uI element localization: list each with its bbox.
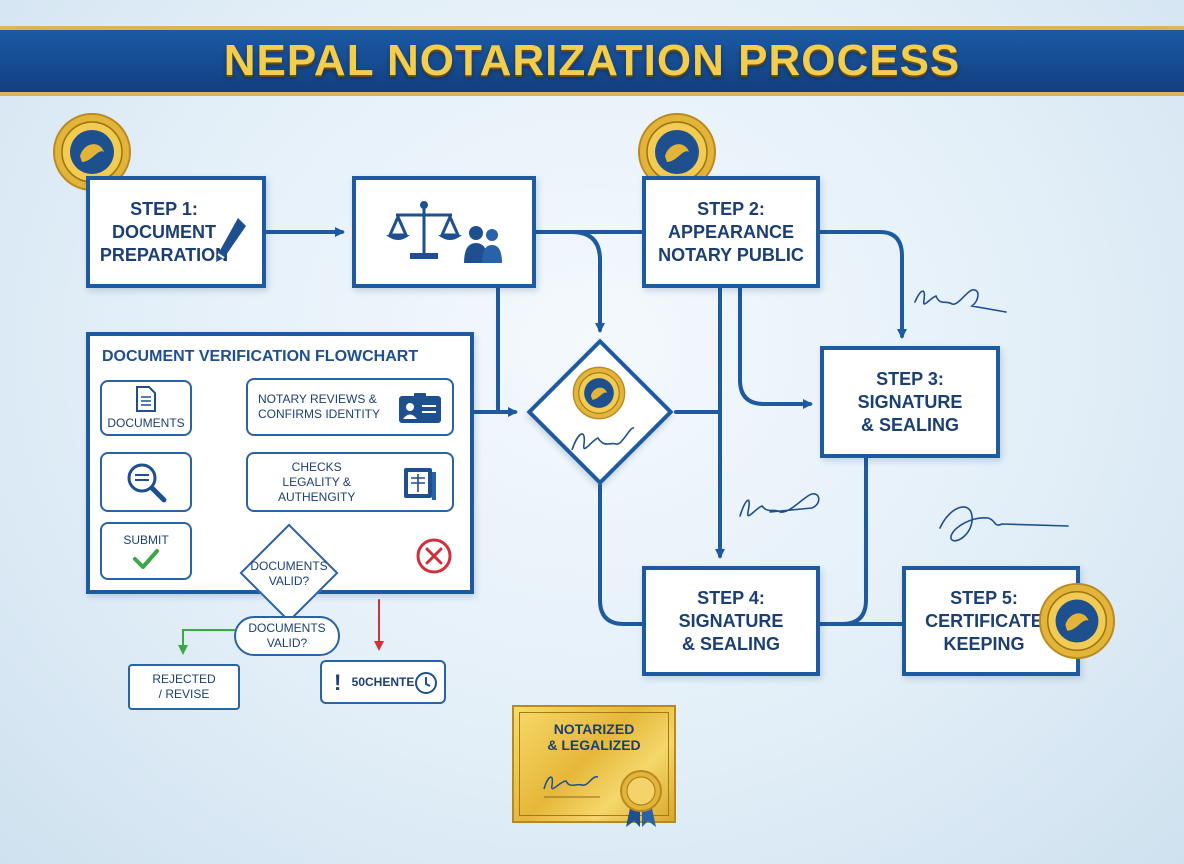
notarized-certificate: NOTARIZED & LEGALIZED: [512, 705, 676, 827]
certificate-title: NOTARIZED & LEGALIZED: [547, 721, 641, 753]
gold-seal-icon: [53, 113, 131, 191]
arrow-justice-to-diamond: [570, 230, 605, 333]
title-banner: NEPAL NOTARIZATION PROCESS: [0, 26, 1184, 96]
pen-icon: [216, 218, 246, 262]
book-icon: [404, 468, 436, 500]
checks-box: CHECKS LEGALITY & AUTHENGITY: [246, 452, 454, 512]
signature-icon: [939, 506, 1069, 542]
submit-box: SUBMIT: [100, 522, 192, 580]
arrow-justice-down-to-diamond: [496, 286, 518, 417]
gold-seal-icon: [1038, 582, 1116, 660]
exclamation-icon: !: [334, 670, 342, 695]
decision2-label: DOCUMENTS VALID?: [248, 621, 326, 650]
clock-icon: [415, 672, 437, 694]
people-icon: [464, 226, 502, 263]
ribbon-medal-icon: [620, 770, 662, 827]
checks-label: CHECKS LEGALITY & AUTHENGITY: [278, 459, 356, 504]
step4-box: STEP 4: SIGNATURE & SEALING: [642, 566, 820, 676]
documents-box: DOCUMENTS: [100, 380, 192, 436]
notary-review-box: NOTARY REVIEWS & CONFIRMS IDENTITY: [246, 378, 454, 436]
step5-label: STEP 5: CERTIFICATE KEEPING: [925, 587, 1043, 654]
justice-box: [352, 176, 536, 288]
arrow-step2-down-to-step3: [738, 286, 813, 409]
line-diamond-to-step4: [598, 482, 644, 626]
signature-icon: [739, 493, 820, 517]
document-icon: [136, 385, 156, 412]
magnifier-box: [100, 452, 192, 512]
validity-decision-text: DOCUMENTS VALID?: [239, 557, 339, 591]
step4-label: STEP 4: SIGNATURE & SEALING: [678, 587, 784, 654]
documents-label: DOCUMENTS: [107, 415, 185, 430]
arrow-step2-to-step3: [818, 230, 907, 339]
certificate-border: [519, 712, 669, 816]
scales-of-justice-icon: [386, 201, 502, 263]
step1-label: STEP 1: DOCUMENT PREPARATION: [99, 198, 229, 265]
gold-seal-icon: [638, 113, 716, 191]
step5-box: STEP 5: CERTIFICATE KEEPING: [902, 566, 1080, 676]
checkmark-icon: [133, 548, 159, 569]
reject-x-icon: [416, 538, 452, 574]
notary-review-label: NOTARY REVIEWS & CONFIRMS IDENTITY: [258, 392, 380, 421]
magnifier-icon: [127, 463, 167, 503]
signature-icon: [571, 427, 635, 451]
decision-label: DOCUMENTS VALID?: [250, 559, 328, 588]
submit-label: SUBMIT: [123, 532, 169, 547]
signature-icon: [914, 289, 1007, 313]
rejected-box: REJECTED / REVISE: [128, 664, 240, 710]
status-label: 50CHENTE: [351, 674, 415, 689]
step3-label: STEP 3: SIGNATURE & SEALING: [857, 368, 963, 435]
rejected-label: REJECTED / REVISE: [152, 672, 216, 701]
step1-box: STEP 1: DOCUMENT PREPARATION: [86, 176, 266, 288]
status-box: ! 50CHENTE: [320, 660, 446, 704]
step2-label: STEP 2: APPEARANCE NOTARY PUBLIC: [658, 198, 804, 265]
page-title: NEPAL NOTARIZATION PROCESS: [223, 36, 961, 85]
signature-icon: [543, 776, 600, 798]
validity-pill: DOCUMENTS VALID?: [234, 616, 340, 656]
gold-seal-icon: [572, 366, 626, 420]
id-card-icon: [399, 393, 441, 423]
arrow-decision-to-rejected: [178, 629, 235, 655]
step3-box: STEP 3: SIGNATURE & SEALING: [820, 346, 1000, 458]
line-step3-to-step4: [840, 456, 868, 626]
verification-title: DOCUMENT VERIFICATION FLOWCHART: [102, 348, 419, 365]
step2-box: STEP 2: APPEARANCE NOTARY PUBLIC: [642, 176, 820, 288]
